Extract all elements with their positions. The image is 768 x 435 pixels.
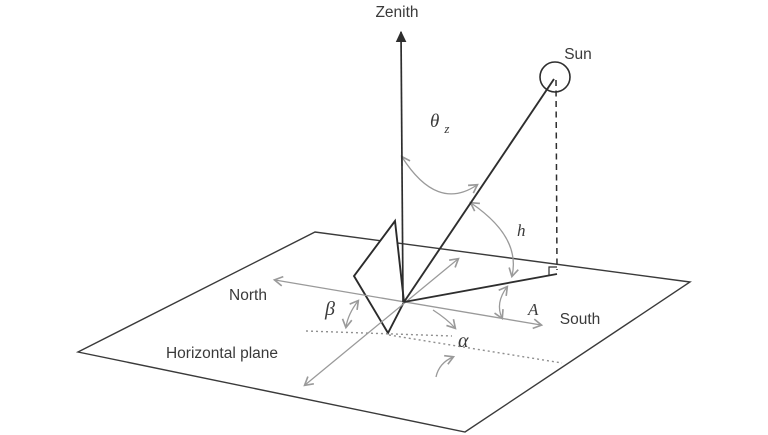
solar-altitude-label: h <box>517 221 526 240</box>
sun-vertical-dashed-line <box>555 79 558 271</box>
sun-ray-horizontal-projection-line <box>403 273 558 303</box>
right-angle-marker <box>548 266 557 275</box>
alpha-upper-arc <box>432 309 457 330</box>
south-label: South <box>560 311 601 328</box>
north-label: North <box>229 287 267 304</box>
tilt-angle-label: β <box>324 298 335 320</box>
sun-label: Sun <box>564 46 592 63</box>
surface-azimuth-label: α <box>458 330 469 352</box>
zenith-axis-arrow <box>395 30 407 303</box>
panel-normal-axis <box>303 257 460 387</box>
dotted-surface-azimuth-line <box>388 334 563 364</box>
horizontal-plane-label: Horizontal plane <box>166 345 278 362</box>
altitude-angle-arc <box>469 201 519 279</box>
zenith-angle-label: θ z <box>430 111 449 136</box>
sun-ray-line <box>403 78 555 303</box>
sun-icon <box>539 61 571 93</box>
tilt-angle-arc <box>341 299 360 330</box>
solar-azimuth-label: A <box>527 300 539 319</box>
zenith-label: Zenith <box>375 4 418 21</box>
azimuth-angle-arc <box>494 285 509 321</box>
zenith-angle-arc <box>400 155 479 195</box>
alpha-lower-arc <box>435 354 456 378</box>
